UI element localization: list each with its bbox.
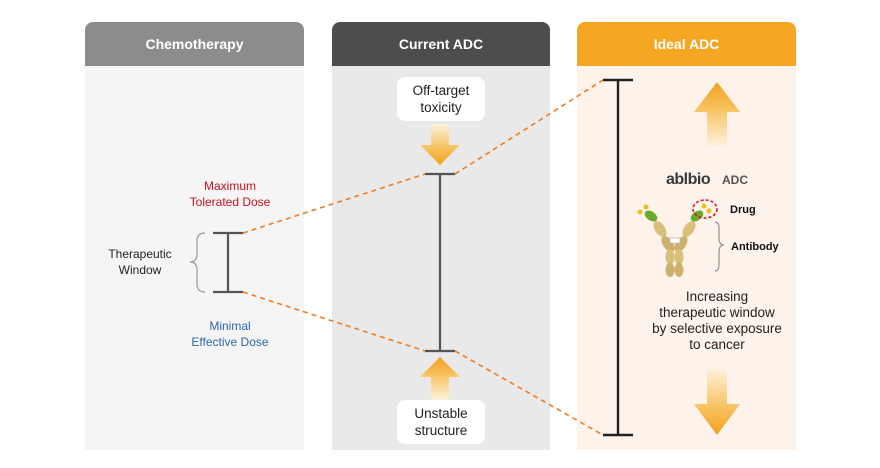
ideal-desc-line3: by selective exposure (652, 321, 782, 336)
chemotherapy-panel: Chemotherapy (85, 22, 304, 450)
off-target-toxicity-line2: toxicity (420, 100, 462, 115)
ideal-adc-window-bar (603, 78, 633, 437)
max-tolerated-dose-label: Maximum Tolerated Dose (170, 178, 290, 210)
ideal-adc-header: Ideal ADC (577, 22, 796, 66)
current-adc-window-bar (425, 172, 455, 353)
off-target-down-arrow (420, 124, 460, 165)
unstable-up-arrow (420, 357, 460, 400)
ideal-adc-description: Increasing therapeutic window by selecti… (627, 289, 807, 353)
min-effective-dose-label: Minimal Effective Dose (170, 318, 290, 350)
min-effective-dose-line1: Minimal (209, 319, 251, 333)
ablbio-logo-text: ablbio (666, 171, 711, 188)
min-effective-dose-line2: Effective Dose (191, 335, 269, 349)
ideal-adc-panel: Ideal ADC (577, 22, 796, 450)
ideal-up-arrow (694, 82, 740, 146)
ideal-adc-panel-body (577, 66, 796, 450)
antibody-label: Antibody (731, 241, 779, 253)
therapeutic-window-line2: Window (118, 263, 162, 277)
therapeutic-window-line1: Therapeutic (108, 247, 172, 261)
therapeutic-window-label: Therapeutic Window (95, 246, 185, 278)
unstable-structure-callout: Unstable structure (397, 400, 485, 444)
current-adc-header: Current ADC (332, 22, 550, 66)
unstable-structure-line2: structure (414, 423, 468, 438)
unstable-structure-line1: Unstable (414, 406, 468, 421)
off-target-toxicity-callout: Off-target toxicity (397, 77, 485, 121)
dashed-connectors (242, 79, 604, 436)
ideal-desc-line2: therapeutic window (659, 305, 775, 320)
ideal-desc-line1: Increasing (685, 289, 749, 304)
adc-label: ADC (722, 173, 748, 187)
antibody-drug-conjugate-icon (637, 199, 718, 277)
chemotherapy-header: Chemotherapy (85, 22, 304, 66)
ideal-down-arrow (694, 369, 740, 435)
drug-label: Drug (730, 204, 756, 216)
ideal-desc-line4: to cancer (689, 337, 745, 352)
antibody-brace (714, 221, 725, 272)
ablbio-logo: ablbio (666, 171, 711, 189)
max-tolerated-dose-line1: Maximum (203, 179, 256, 193)
off-target-toxicity-line1: Off-target (412, 83, 470, 98)
max-tolerated-dose-line2: Tolerated Dose (189, 195, 271, 209)
therapeutic-window-brace (189, 232, 206, 293)
chemotherapy-panel-body (85, 66, 304, 450)
chemo-window-bar (213, 231, 243, 294)
